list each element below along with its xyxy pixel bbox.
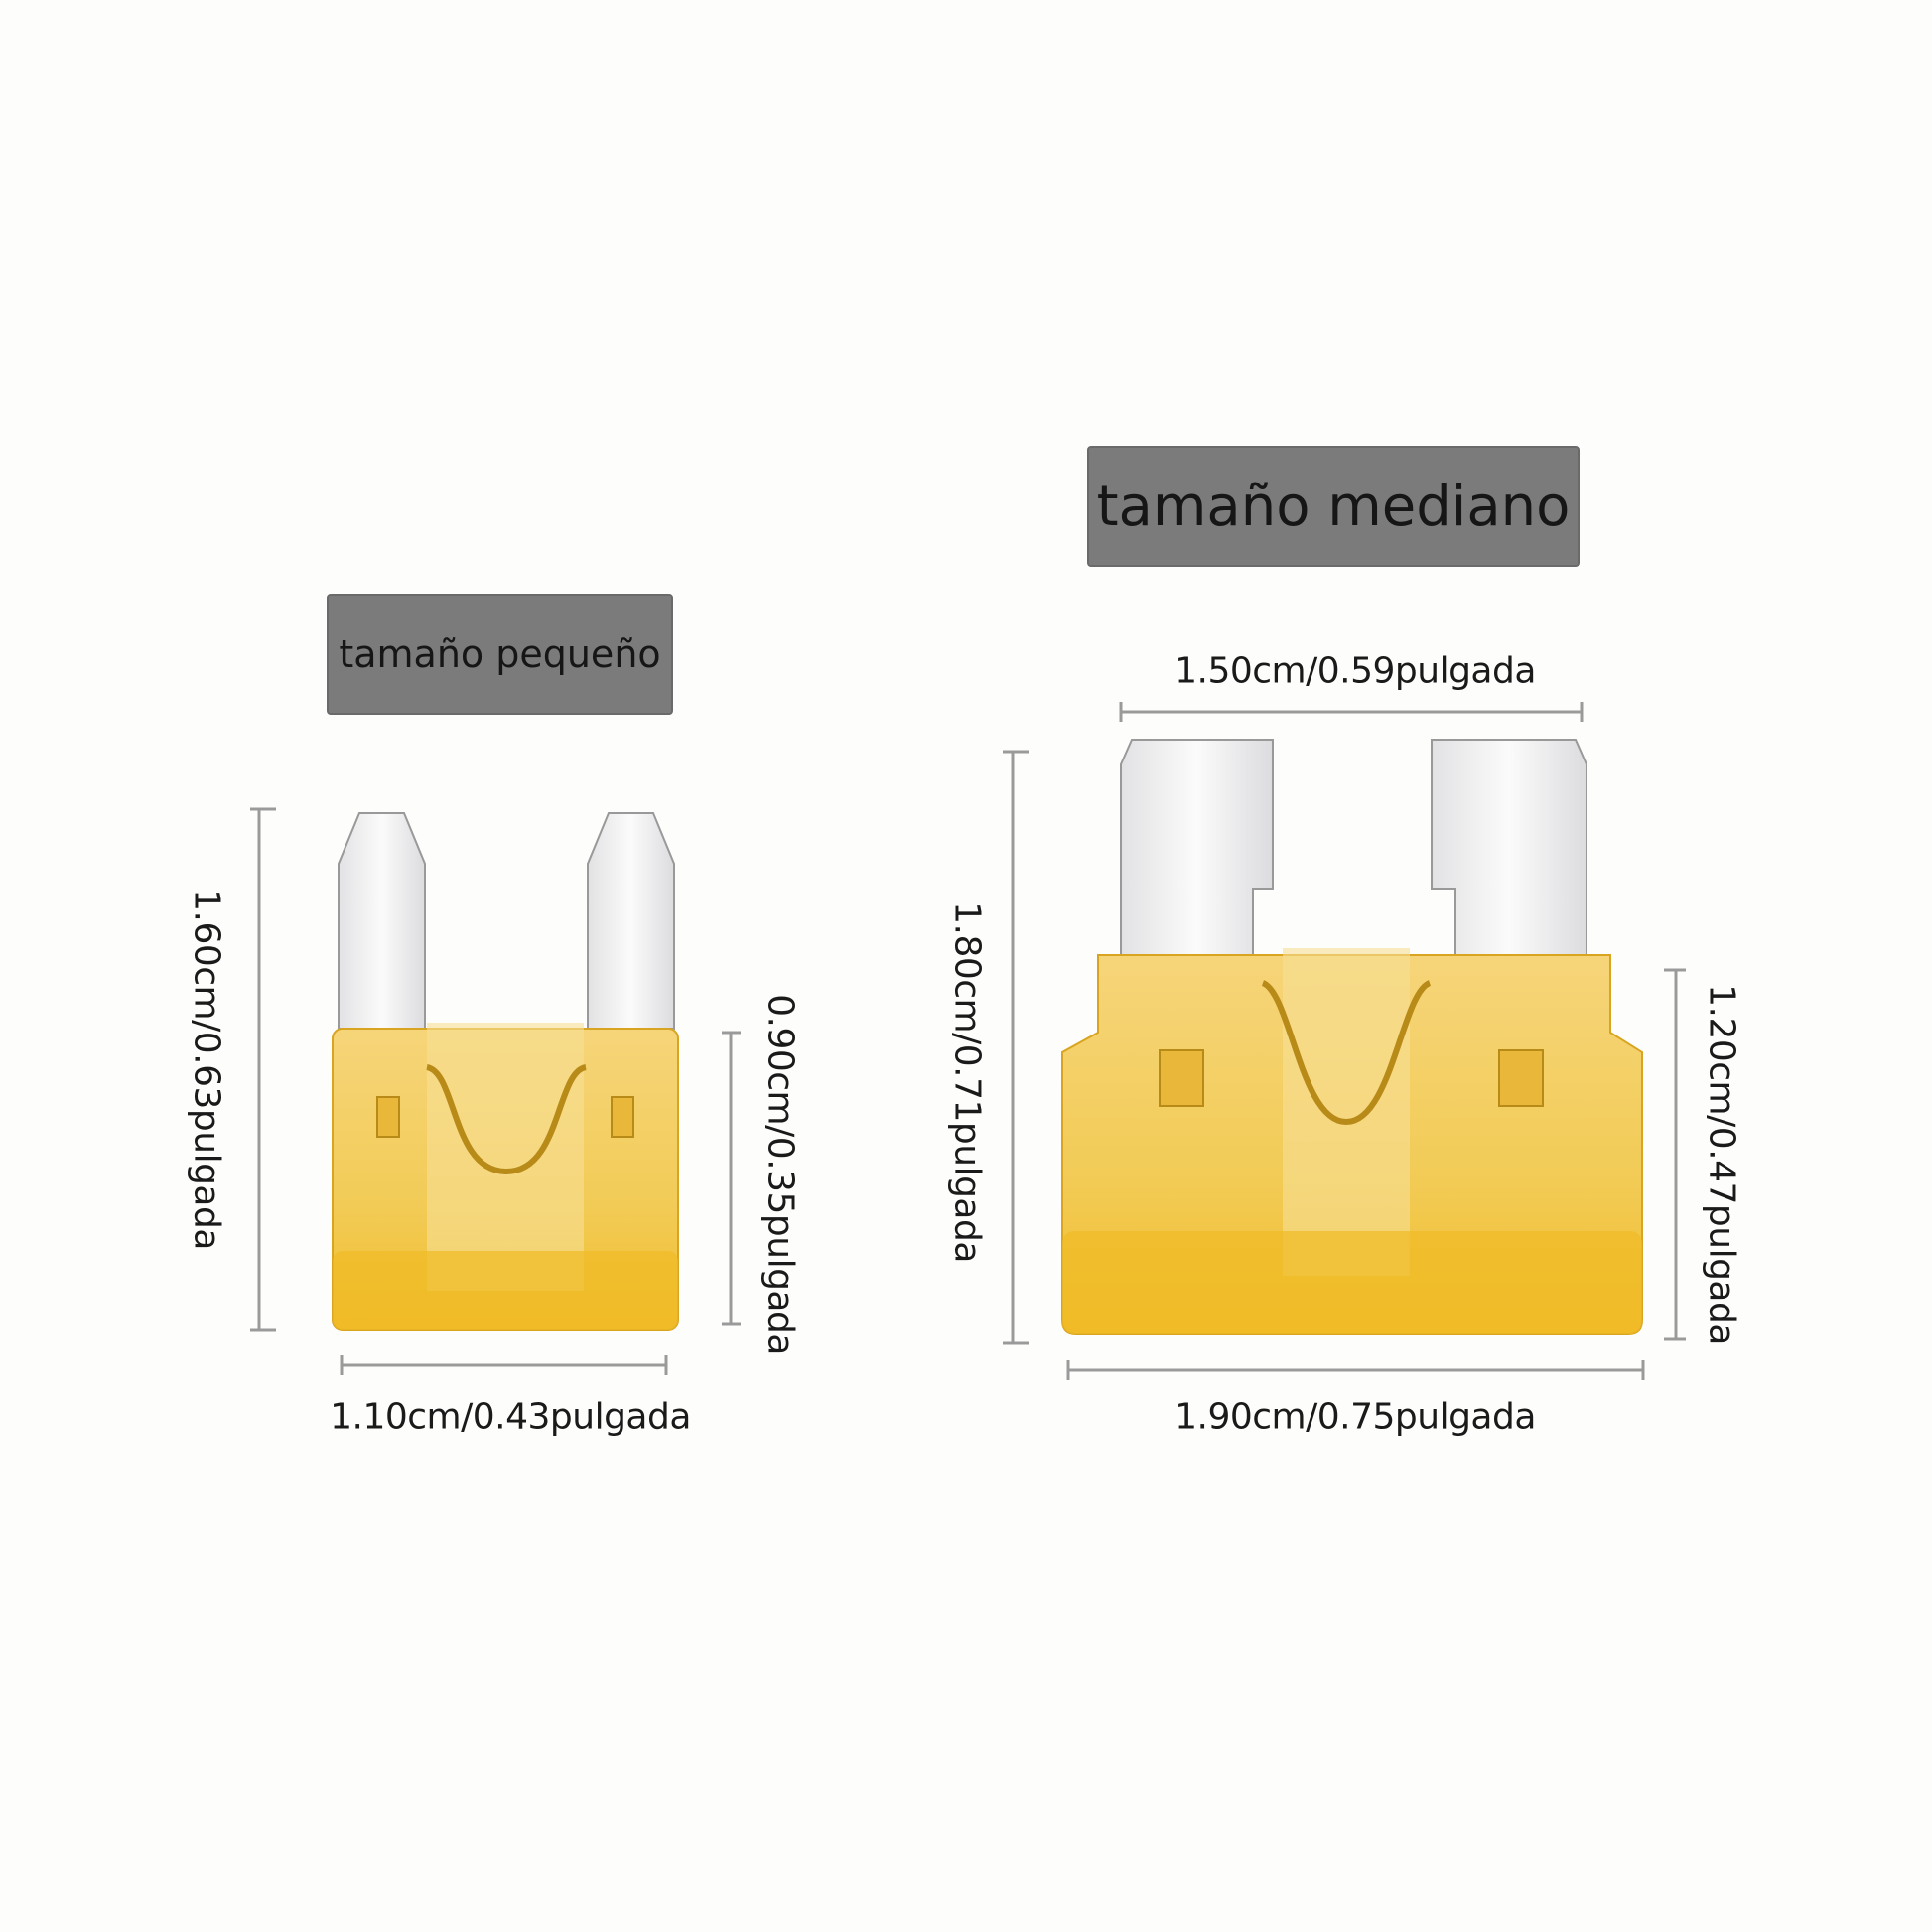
small-fuse-left-blade (338, 812, 426, 1030)
medium-height-line (1003, 750, 1029, 1345)
small-size-tag: tamaño pequeño (327, 594, 673, 715)
small-body-height-line (722, 1031, 741, 1326)
dimension-lines (250, 702, 1686, 1380)
medium-blade-width-line (1119, 702, 1584, 722)
small-body-height-label: 0.90cm/0.35pulgada (759, 994, 801, 1355)
medium-fuse-left-blade (1120, 739, 1274, 956)
medium-fuse-right-blade (1431, 739, 1587, 956)
small-size-title: tamaño pequeño (339, 632, 661, 676)
medium-blade-width-label: 1.50cm/0.59pulgada (1174, 650, 1536, 692)
small-height-line (250, 807, 276, 1332)
small-fuse-element (425, 1064, 588, 1175)
medium-fuse (1061, 739, 1643, 1335)
small-width-label: 1.10cm/0.43pulgada (330, 1396, 691, 1438)
medium-size-title: tamaño mediano (1096, 474, 1571, 539)
medium-body-height-label: 1.20cm/0.47pulgada (1701, 984, 1742, 1345)
small-height-label: 1.60cm/0.63pulgada (186, 889, 227, 1250)
medium-width-label: 1.90cm/0.75pulgada (1174, 1396, 1536, 1438)
small-fuse (332, 812, 679, 1331)
medium-width-line (1066, 1360, 1645, 1380)
small-width-line (340, 1355, 668, 1375)
medium-height-label: 1.80cm/0.71pulgada (946, 901, 988, 1263)
medium-fuse-element (1261, 980, 1432, 1126)
medium-size-tag: tamaño mediano (1087, 446, 1580, 567)
small-fuse-right-blade (587, 812, 675, 1030)
medium-body-height-line (1664, 968, 1686, 1341)
